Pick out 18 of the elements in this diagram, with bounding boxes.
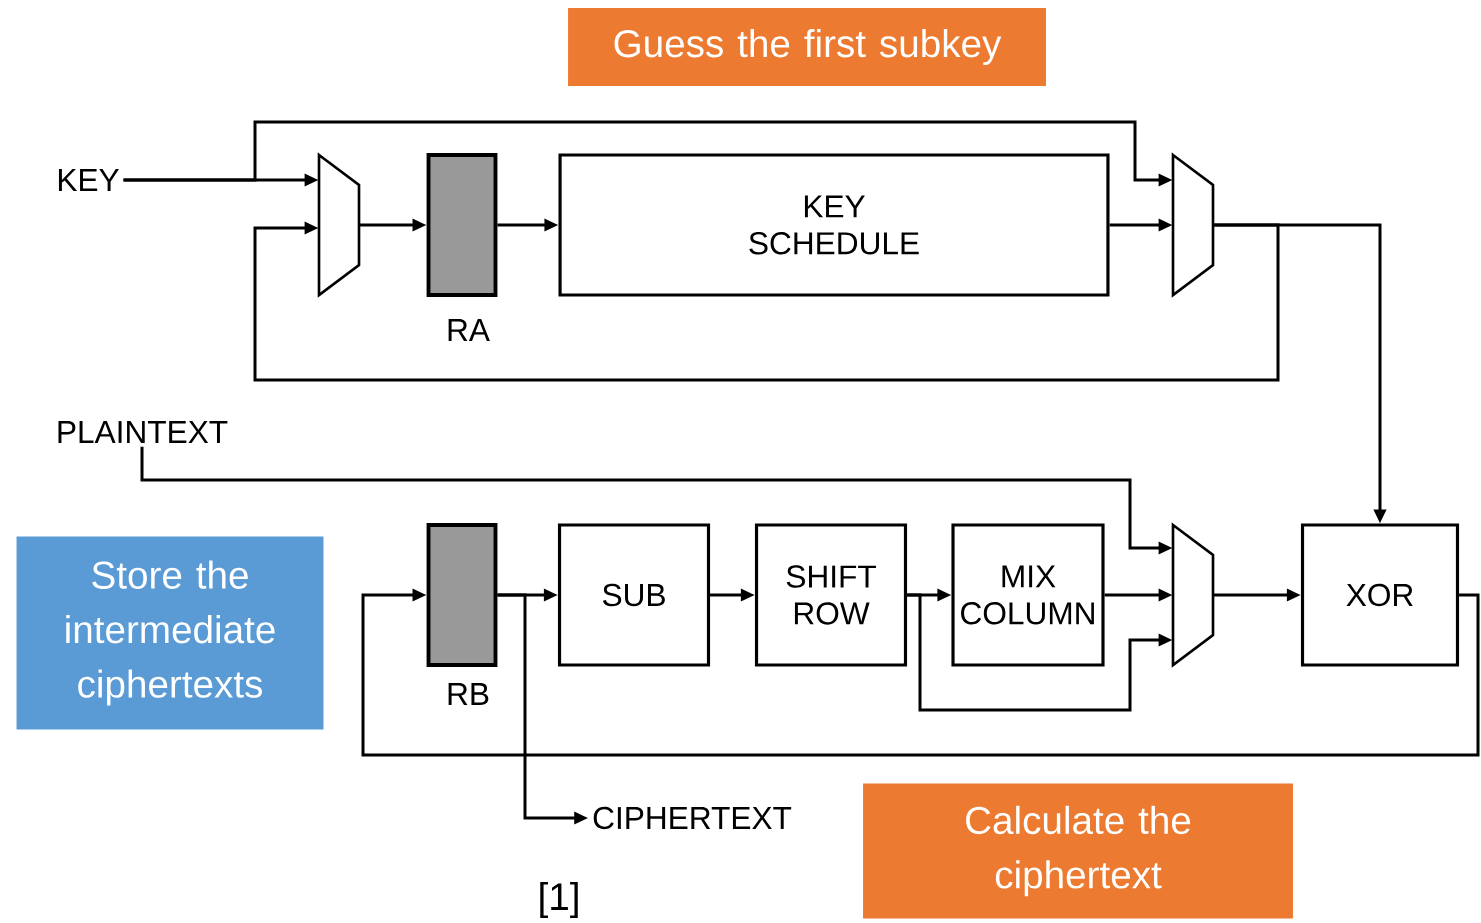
register [426,523,498,667]
register-label: RA [448,319,490,341]
callout-box: Store the intermediate ciphertexts [16,536,324,730]
input-label: CIPHERTEXT [593,806,792,830]
process-box: MIX COLUMN [951,523,1105,667]
input-label: KEY [58,169,119,191]
process-box: SHIFT ROW [754,523,908,667]
register-label: RB [448,683,489,705]
callout-box: Calculate the ciphertext [863,783,1293,919]
process-box: XOR [1300,523,1460,667]
process-box: KEY SCHEDULE [558,153,1110,297]
arrow [253,221,1280,382]
citation: [1] [540,881,578,918]
callout-box: Guess the first subkey [568,8,1046,86]
input-label: PLAINTEXT [58,421,228,443]
process-box: SUB [557,523,711,667]
arrow [361,588,1480,757]
register [426,153,498,297]
